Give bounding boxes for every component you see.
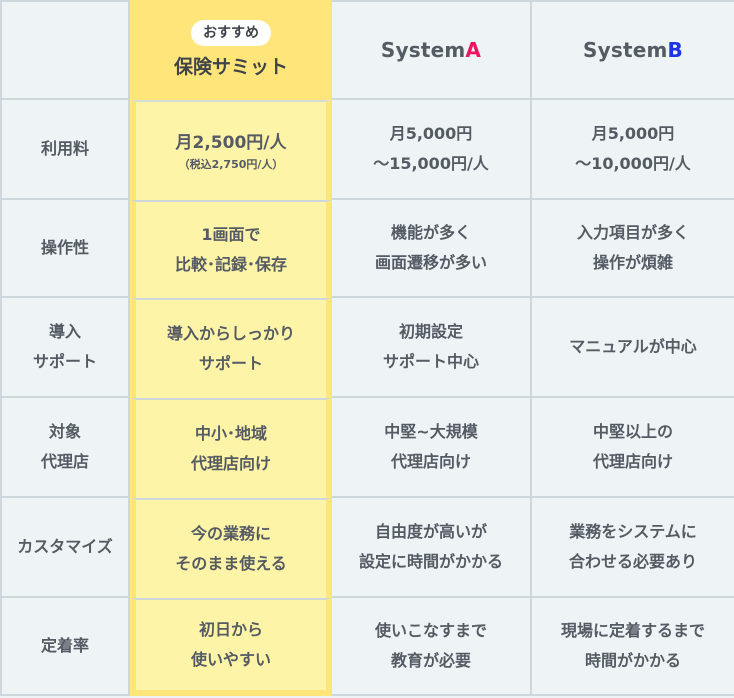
highlight-usability: 1画面で 比較･記録･保存 [130,200,332,298]
row-label-fee: 利用料 [0,100,130,200]
system-a-target-agency: 中堅~大規模 代理店向け [332,398,532,498]
system-a-name: SystemA [381,35,481,65]
header-highlight-product: おすすめ 保険サミット [130,0,332,100]
system-a-customization: 自由度が高いが 設定に時間がかかる [332,498,532,598]
row-label-target-agency: 対象 代理店 [0,398,130,498]
header-system-b: SystemB [532,0,734,100]
header-empty-cell [0,0,130,100]
row-label-onboarding-support: 導入 サポート [0,298,130,398]
header-system-a: SystemA [332,0,532,100]
highlight-target-agency: 中小･地域 代理店向け [130,398,332,498]
system-b-onboarding-support: マニュアルが中心 [532,298,734,398]
system-b-customization: 業務をシステムに 合わせる必要あり [532,498,734,598]
system-b-name: SystemB [583,35,683,65]
system-a-onboarding-support: 初期設定 サポート中心 [332,298,532,398]
system-b-suffix: B [667,38,683,62]
highlight-retention: 初日から 使いやすい [130,598,332,696]
system-a-fee: 月5,000円 〜15,000円/人 [332,100,532,200]
system-a-prefix: System [380,38,466,62]
product-name: 保険サミット [173,56,288,78]
system-b-retention: 現場に定着するまで 時間がかかる [532,598,734,696]
highlight-fee-main: 月2,500円/人 [175,133,287,153]
highlight-onboarding-support: 導入からしっかり サポート [130,298,332,398]
system-a-retention: 使いこなすまで 教育が必要 [332,598,532,696]
system-b-target-agency: 中堅以上の 代理店向け [532,398,734,498]
system-a-suffix: A [465,38,482,62]
system-b-usability: 入力項目が多く 操作が煩雑 [532,200,734,298]
system-a-usability: 機能が多く 画面遷移が多い [332,200,532,298]
system-b-prefix: System [583,38,668,62]
system-b-fee: 月5,000円 〜10,000円/人 [532,100,734,200]
highlight-fee-tax: （税込2,750円/人） [178,158,284,171]
row-label-customization: カスタマイズ [0,498,130,598]
recommended-badge: おすすめ [191,20,271,46]
highlight-customization: 今の業務に そのまま使える [130,498,332,598]
highlight-fee-cell: 月2,500円/人 （税込2,750円/人） [130,100,332,200]
row-label-retention: 定着率 [0,598,130,696]
row-label-usability: 操作性 [0,200,130,298]
